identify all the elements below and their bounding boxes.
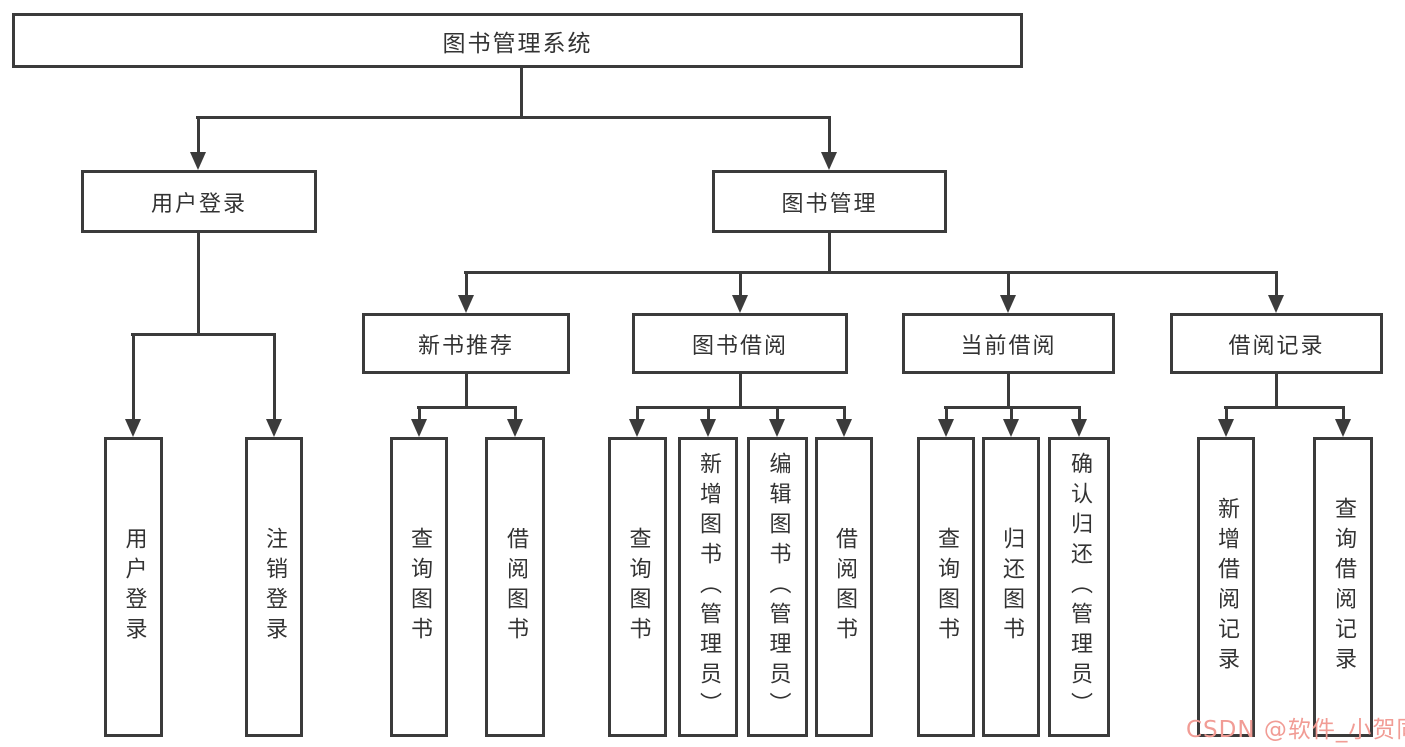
leaf-label: 查询图书 (934, 527, 959, 647)
leaf-logout: 注销登录 (245, 437, 303, 737)
arrowhead-down-icon (190, 152, 206, 170)
leaf-borrow-books: 借阅图书 (815, 437, 873, 737)
connector-drop-borrow-records (1275, 271, 1278, 297)
leaf-query-books-rec: 查询图书 (390, 437, 448, 737)
arrowhead-down-icon (769, 419, 785, 437)
connector-borrow-stem (739, 374, 742, 408)
arrowhead-down-icon (1071, 419, 1087, 437)
leaf-label: 借阅图书 (832, 527, 857, 647)
arrowhead-down-icon (411, 419, 427, 437)
connector-drop-leaf (1342, 406, 1345, 421)
connector-drop-leaf (707, 406, 710, 421)
connector-user-stem (197, 233, 200, 335)
connector-level1-rail (196, 116, 831, 119)
arrowhead-down-icon (821, 152, 837, 170)
leaf-label: 查询图书 (407, 527, 432, 647)
arrowhead-down-icon (1335, 419, 1351, 437)
connector-drop-leaf-login (132, 333, 135, 421)
leaf-label: 确认归还（管理员） (1067, 452, 1092, 722)
arrowhead-down-icon (266, 419, 282, 437)
connector-records-stem (1275, 374, 1278, 408)
connector-drop-current-borrow (1007, 271, 1010, 297)
node-label: 当前借阅 (960, 333, 1057, 359)
arrowhead-down-icon (1268, 295, 1284, 313)
connector-drop-leaf (514, 406, 517, 421)
connector-level3-rail (464, 271, 1278, 274)
arrowhead-down-icon (1000, 295, 1016, 313)
node-library-system: 图书管理系统 (12, 13, 1023, 68)
connector-drop-leaf (1078, 406, 1081, 421)
leaf-label: 查询图书 (625, 527, 651, 647)
connector-drop-leaf (776, 406, 779, 421)
node-borrow-records: 借阅记录 (1170, 313, 1383, 374)
leaf-label: 新增借阅记录 (1214, 497, 1239, 677)
arrowhead-down-icon (125, 419, 141, 437)
leaf-add-borrow-record: 新增借阅记录 (1197, 437, 1255, 737)
leaf-user-login: 用户登录 (104, 437, 163, 737)
arrowhead-down-icon (732, 295, 748, 313)
node-user-login: 用户登录 (81, 170, 317, 233)
leaf-label: 查询借阅记录 (1331, 497, 1356, 677)
connector-drop-leaf (843, 406, 846, 421)
arrowhead-down-icon (1218, 419, 1234, 437)
arrowhead-down-icon (836, 419, 852, 437)
connector-drop-leaf (1010, 406, 1013, 421)
connector-newbook-stem (465, 374, 468, 408)
leaf-edit-book-admin: 编辑图书（管理员） (747, 437, 808, 737)
connector-current-stem (1007, 374, 1010, 408)
connector-mgmt-stem (828, 233, 831, 273)
node-label: 图书管理系统 (442, 30, 593, 57)
leaf-label: 注销登录 (262, 527, 287, 647)
csdn-watermark: CSDN @软件_小贺同学 (1186, 717, 1405, 743)
connector-drop-leaf (418, 406, 421, 421)
leaf-label: 借阅图书 (503, 527, 528, 647)
connector-borrow-rail (636, 406, 846, 409)
connector-drop-user-login (197, 116, 200, 154)
arrowhead-down-icon (458, 295, 474, 313)
leaf-return-book: 归还图书 (982, 437, 1040, 737)
leaf-label: 归还图书 (999, 527, 1024, 647)
node-current-borrow: 当前借阅 (902, 313, 1115, 374)
connector-drop-leaf (636, 406, 639, 421)
leaf-borrow-books-rec: 借阅图书 (485, 437, 545, 737)
node-label: 借阅记录 (1228, 333, 1325, 359)
leaf-label: 用户登录 (121, 527, 147, 647)
node-label: 用户登录 (150, 191, 247, 217)
connector-drop-book-mgmt (828, 116, 831, 154)
node-label: 图书管理 (781, 191, 878, 217)
node-label: 新书推荐 (417, 333, 514, 359)
connector-drop-leaf (1225, 406, 1228, 421)
connector-root-stem (520, 68, 523, 118)
leaf-label: 编辑图书（管理员） (765, 452, 791, 722)
leaf-confirm-return-admin: 确认归还（管理员） (1048, 437, 1110, 737)
connector-drop-leaf-logout (273, 333, 276, 421)
connector-drop-leaf (945, 406, 948, 421)
leaf-query-books-borrow: 查询图书 (608, 437, 667, 737)
arrowhead-down-icon (700, 419, 716, 437)
leaf-add-book-admin: 新增图书（管理员） (678, 437, 738, 737)
node-label: 图书借阅 (691, 333, 788, 359)
leaf-query-borrow-record: 查询借阅记录 (1313, 437, 1373, 737)
leaf-query-books-current: 查询图书 (917, 437, 975, 737)
connector-drop-book-borrow (739, 271, 742, 297)
arrowhead-down-icon (1003, 419, 1019, 437)
connector-records-rail (1224, 406, 1345, 409)
connector-drop-new-book (465, 271, 468, 297)
node-new-book-rec: 新书推荐 (362, 313, 570, 374)
arrowhead-down-icon (507, 419, 523, 437)
leaf-label: 新增图书（管理员） (696, 452, 721, 722)
connector-newbook-rail (417, 406, 517, 409)
arrowhead-down-icon (938, 419, 954, 437)
node-book-mgmt: 图书管理 (712, 170, 947, 233)
arrowhead-down-icon (629, 419, 645, 437)
connector-user-rail (131, 333, 276, 336)
node-book-borrow: 图书借阅 (632, 313, 848, 374)
